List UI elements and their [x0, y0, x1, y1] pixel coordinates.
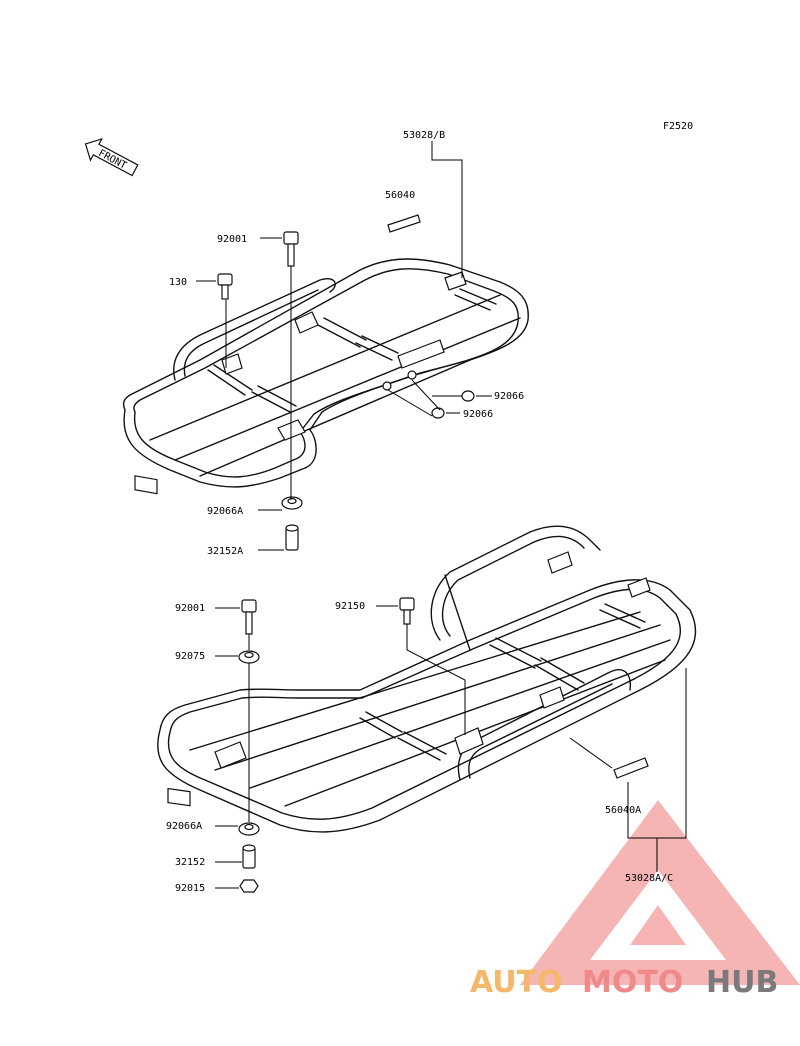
watermark-logo [520, 800, 800, 985]
label-92150: 92150 [335, 601, 365, 612]
label-53028-b: 53028/B [403, 130, 445, 141]
watermark-auto: AUTO [470, 965, 563, 1000]
watermark-triangle-core [630, 905, 686, 945]
lower-bolt-92001-icon [241, 599, 257, 635]
upper-bolt-130-icon [217, 273, 233, 300]
watermark-moto: MOTO [582, 965, 683, 1000]
decal-56040a-icon [613, 757, 649, 779]
front-arrow-icon: FRONT [84, 137, 139, 177]
label-92066a-lower: 92066A [166, 821, 202, 832]
lower-bolt-92150-icon [399, 597, 415, 625]
decal-56040-icon [387, 214, 421, 233]
label-130: 130 [169, 277, 187, 288]
label-32152: 32152 [175, 857, 205, 868]
diagram-code: F2520 [663, 121, 693, 132]
label-92015: 92015 [175, 883, 205, 894]
washer-92075-icon [238, 650, 260, 664]
collar-32152-icon [242, 844, 256, 869]
nut-92015-icon [239, 879, 259, 893]
label-92066-a: 92066 [494, 391, 524, 402]
bush-92066a-upper-icon [281, 496, 303, 510]
label-92066-b: 92066 [463, 409, 493, 420]
bush-92066-a-icon [461, 390, 475, 402]
upper-leaders [196, 141, 492, 551]
label-92001-lower: 92001 [175, 603, 205, 614]
label-32152a: 32152A [207, 546, 243, 557]
collar-32152a-icon [285, 524, 299, 551]
lower-carrier-rack [157, 525, 697, 833]
label-56040: 56040 [385, 190, 415, 201]
label-53028a-c: 53028A/C [625, 873, 673, 884]
lower-leaders [215, 605, 687, 889]
bush-92066-b-icon [431, 407, 445, 419]
watermark-hub: HUB [706, 965, 778, 1000]
label-92001-upper: 92001 [217, 234, 247, 245]
upper-carrier-rack [122, 258, 529, 495]
label-92075: 92075 [175, 651, 205, 662]
watermark-text: AUTO MOTO HUB [470, 965, 778, 1000]
bush-92066a-lower-icon [238, 822, 260, 836]
label-92066a-upper: 92066A [207, 506, 243, 517]
upper-bolt-92001-icon [283, 231, 299, 267]
label-56040a: 56040A [605, 805, 641, 816]
